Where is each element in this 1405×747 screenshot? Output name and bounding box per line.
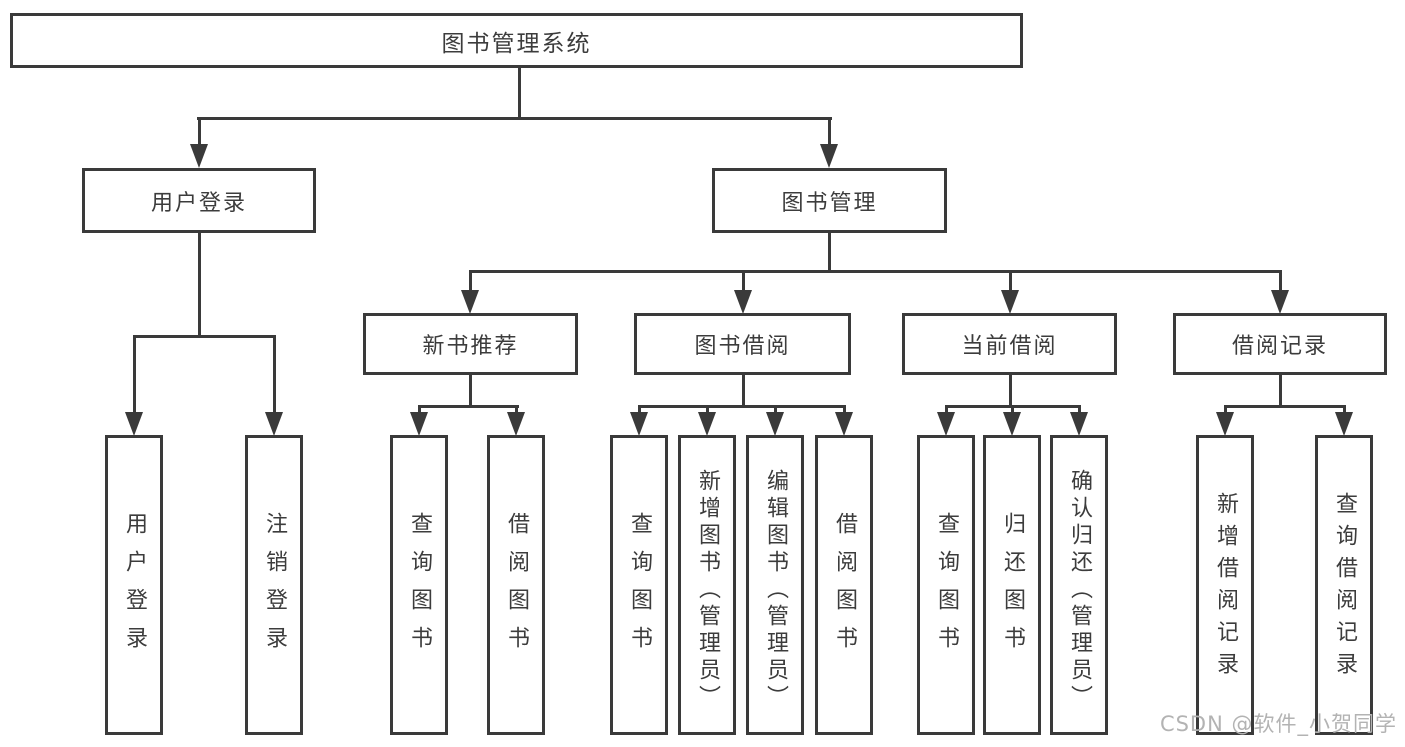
leaf-logout: 注销登录 [245, 435, 303, 735]
leaf-add-books-admin: 新增图书（管理员） [678, 435, 736, 735]
arrow-down-g5a [1216, 412, 1234, 436]
arrow-down-g4a [937, 412, 955, 436]
leaf-return-books: 归还图书 [983, 435, 1041, 735]
connector-drop-g5a [1224, 405, 1227, 417]
connector-user-login-rail [133, 335, 275, 338]
connector-root-stem [518, 68, 521, 120]
node-book-borrow: 图书借阅 [634, 313, 851, 375]
leaf-confirm-return-admin: 确认归还（管理员） [1050, 435, 1108, 735]
connector-recommend-rail [418, 405, 519, 408]
connector-drop-g4b [1011, 405, 1014, 417]
connector-drop-g4a [945, 405, 948, 417]
arrow-down-leaf-logout [265, 412, 283, 436]
arrow-down-recommend [461, 290, 479, 314]
node-root-library-system: 图书管理系统 [10, 13, 1023, 68]
leaf-borrow-books-recommend: 借阅图书 [487, 435, 545, 735]
connector-drop-g3a [638, 405, 641, 417]
arrow-down-g3b [698, 412, 716, 436]
arrow-down-g3a [630, 412, 648, 436]
connector-drop-g3c [774, 405, 777, 417]
arrow-down-g2a [410, 412, 428, 436]
connector-drop-leaf-logout [273, 335, 276, 417]
node-book-management-branch: 图书管理 [712, 168, 947, 233]
arrow-down-user-login [190, 144, 208, 168]
connector-recommend-stem [469, 375, 472, 407]
connector-drop-book-mgmt [828, 117, 831, 147]
connector-drop-leaf-login [133, 335, 136, 417]
leaf-query-books-borrow: 查询图书 [610, 435, 668, 735]
connector-drop-g2b [515, 405, 518, 417]
arrow-down-g5b [1335, 412, 1353, 436]
arrow-down-g3c [766, 412, 784, 436]
arrow-down-records [1271, 290, 1289, 314]
arrow-down-leaf-login [125, 412, 143, 436]
csdn-watermark: CSDN @软件_小贺同学 [1159, 712, 1397, 736]
connector-level3-rail [469, 270, 1282, 273]
connector-book-mgmt-stem [828, 233, 831, 273]
connector-drop-borrow [742, 270, 745, 294]
connector-borrow-rail [638, 405, 846, 408]
connector-drop-records [1279, 270, 1282, 294]
arrow-down-book-mgmt [820, 144, 838, 168]
connector-drop-current [1009, 270, 1012, 294]
connector-current-stem [1009, 375, 1012, 407]
connector-records-rail [1224, 405, 1346, 408]
node-user-login-branch: 用户登录 [82, 168, 316, 233]
arrow-down-g3d [835, 412, 853, 436]
leaf-user-login: 用户登录 [105, 435, 163, 735]
arrow-down-g4c [1070, 412, 1088, 436]
arrow-down-g4b [1003, 412, 1021, 436]
node-new-book-recommend: 新书推荐 [363, 313, 578, 375]
connector-drop-g5b [1343, 405, 1346, 417]
connector-drop-recommend [469, 270, 472, 294]
arrow-down-borrow [734, 290, 752, 314]
arrow-down-current [1001, 290, 1019, 314]
arrow-down-g2b [507, 412, 525, 436]
node-current-borrow: 当前借阅 [902, 313, 1117, 375]
leaf-borrow-books: 借阅图书 [815, 435, 873, 735]
leaf-query-borrow-record: 查询借阅记录 [1315, 435, 1373, 735]
connector-drop-user-login [198, 117, 201, 147]
connector-borrow-stem [742, 375, 745, 407]
connector-level2-rail [197, 117, 832, 120]
leaf-add-borrow-record: 新增借阅记录 [1196, 435, 1254, 735]
connector-drop-g3b [706, 405, 709, 417]
leaf-edit-books-admin: 编辑图书（管理员） [746, 435, 804, 735]
connector-drop-g2a [418, 405, 421, 417]
node-borrow-records: 借阅记录 [1173, 313, 1387, 375]
connector-records-stem [1279, 375, 1282, 407]
leaf-query-books-recommend: 查询图书 [390, 435, 448, 735]
connector-user-login-stem [198, 233, 201, 337]
leaf-query-books-current: 查询图书 [917, 435, 975, 735]
connector-drop-g4c [1078, 405, 1081, 417]
connector-drop-g3d [843, 405, 846, 417]
